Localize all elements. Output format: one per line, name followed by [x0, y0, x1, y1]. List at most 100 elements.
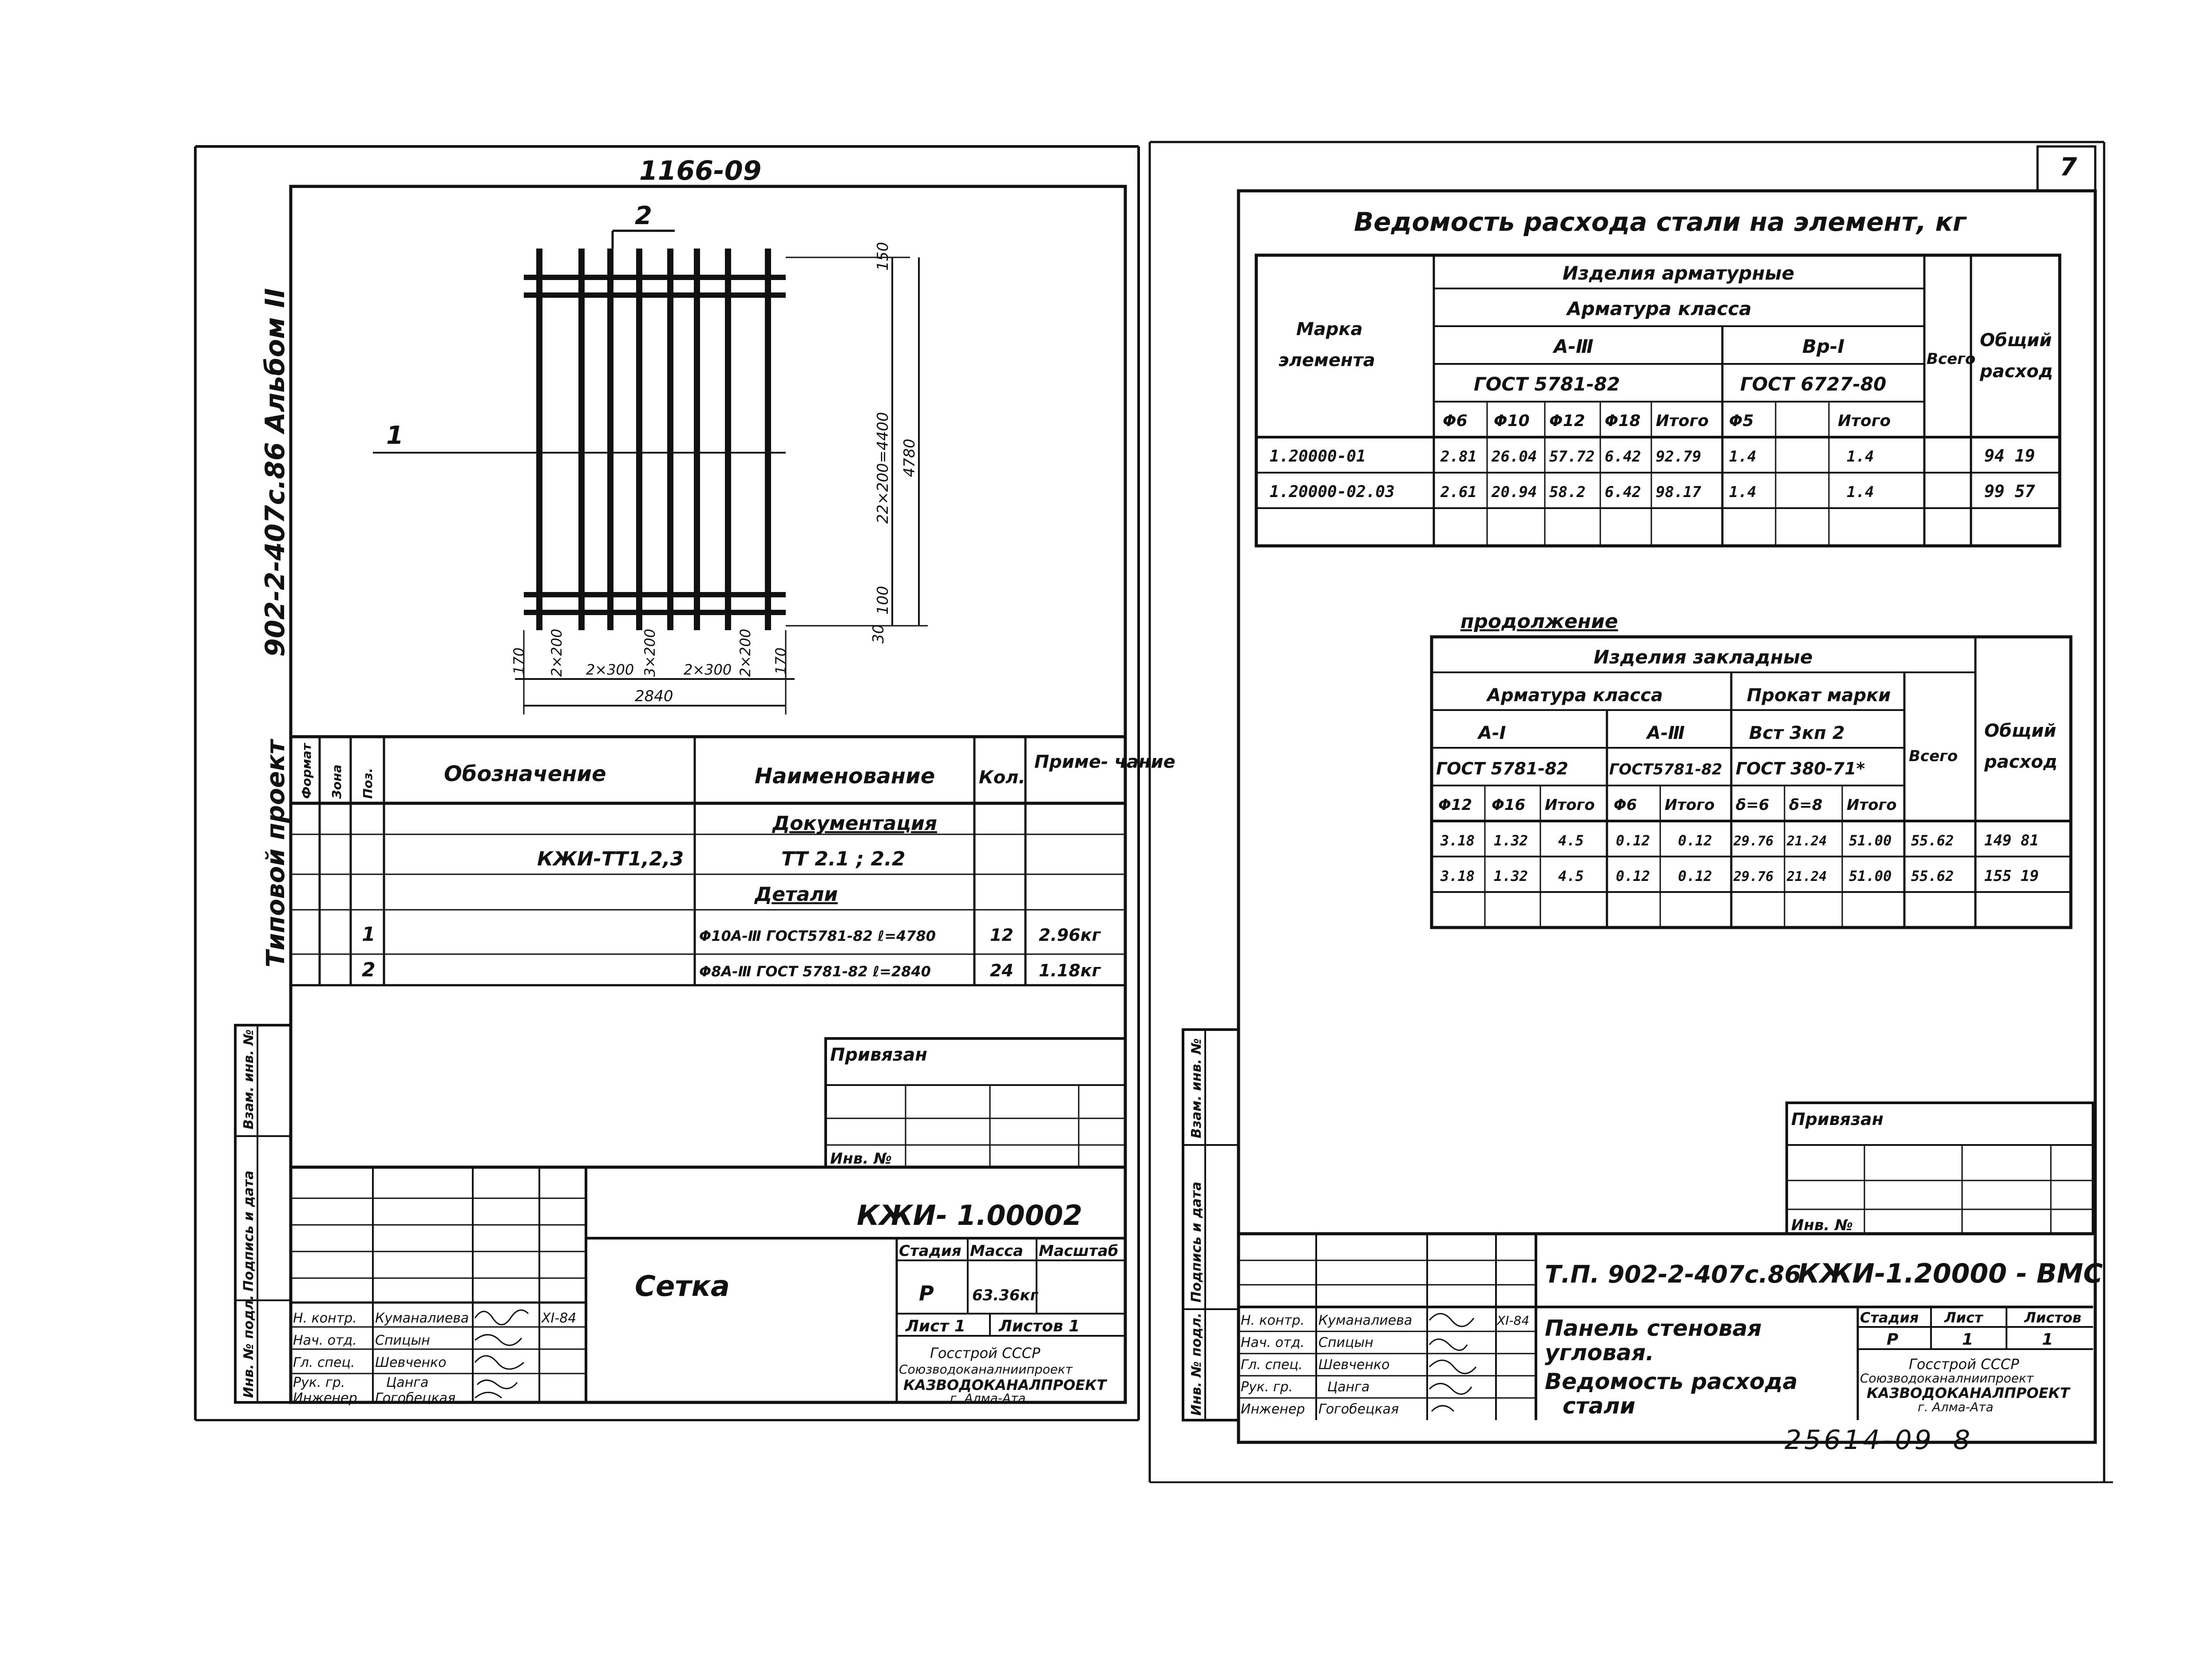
t1-row-0-v5: 1.4: [1729, 448, 1756, 466]
t1-row-0-v1: 26.04: [1491, 448, 1537, 466]
spec-row-4-qty: 24: [990, 961, 1013, 980]
inv-no-label-right: Инв. №: [1791, 1216, 1853, 1234]
stamp-sheets-right: 1: [2042, 1330, 2053, 1349]
dim-top: 150: [874, 242, 892, 271]
title-block: КЖИ- 1.00002 Сетка Стадия Масса Масштаб …: [291, 1165, 1125, 1406]
t1-gost1: ГОСТ 5781-82: [1474, 373, 1620, 395]
t1-row-1-v0: 2.61: [1440, 483, 1477, 501]
staff-name-3: Цанга: [386, 1375, 428, 1390]
staff-right-role-0: Н. контр.: [1241, 1313, 1305, 1328]
t2-col-2: Итого: [1545, 796, 1595, 814]
privyazan-label-right: Привязан: [1791, 1109, 1884, 1129]
t2-row-1-overall: 155 19: [1984, 867, 2039, 885]
t2-col-6: δ=8: [1789, 796, 1823, 814]
t2-row-1-v6: 21.24: [1786, 869, 1827, 884]
side-stamp-0: Взам. инв. №: [241, 1029, 257, 1129]
bottom-number: 25614-09: [1785, 1425, 1934, 1456]
org-line-1: Госстрой СССР: [930, 1345, 1041, 1362]
t2-row-1-v7: 51.00: [1849, 868, 1891, 884]
mesh-drawing: 2 1 150 22×200=4400 4780 100 30 170 2×20…: [373, 201, 928, 715]
t1-row-1-v7: 1.4: [1847, 483, 1874, 501]
t2-col-1: Φ16: [1492, 796, 1525, 814]
staff-name-1: Спицын: [375, 1333, 430, 1348]
spec-header-name: Наименование: [755, 764, 935, 789]
t1-row-1-overall: 99 57: [1984, 482, 2035, 501]
t1-row-1-v5: 1.4: [1729, 483, 1756, 501]
t1-class2: Вр-I: [1802, 336, 1844, 357]
staff-role-3: Рук. гр.: [293, 1375, 345, 1390]
stamp-stage-right: Р: [1887, 1330, 1898, 1349]
t1-col-3: Φ18: [1605, 412, 1641, 430]
t2-col-0: Φ12: [1438, 796, 1472, 814]
t2-row-1-v0: 3.18: [1440, 868, 1475, 884]
view-label-left: 1: [386, 421, 404, 450]
spec-row-3-pos: 1: [362, 923, 376, 946]
t2-col-3: Φ6: [1614, 796, 1637, 814]
t1-col-2: Φ12: [1549, 412, 1585, 430]
t1-col-4: Итого: [1656, 412, 1709, 430]
t2-sub1: Арматура класса: [1486, 685, 1663, 706]
t1-row-1-mark: 1.20000-02.03: [1270, 483, 1395, 501]
spec-row-3-note: 2.96кг: [1039, 925, 1101, 945]
dim-seg5: 2×300: [684, 661, 732, 678]
left-side-stamp: Взам. инв. № Подпись и дата Инв. № подл.: [234, 1024, 292, 1404]
t2-c2: А-Ⅲ: [1646, 723, 1685, 743]
privyazan-box: Привязан Инв. №: [824, 1037, 1127, 1169]
inv-no-label: Инв. №: [830, 1150, 892, 1168]
t2-row-0-v1: 1.32: [1494, 832, 1528, 849]
staff-role-1: Нач. отд.: [293, 1333, 357, 1348]
side-project: Типовой проект: [261, 738, 290, 967]
side-stamp-1: Подпись и дата: [241, 1171, 257, 1291]
spec-header-designation: Обозначение: [444, 762, 606, 786]
stamp-sheets: Листов 1: [998, 1317, 1080, 1335]
t2-row-1-v3: 0.12: [1616, 868, 1650, 884]
t2-g3: ГОСТ 380-71*: [1736, 759, 1865, 778]
spec-header-zone: Зона: [329, 765, 344, 799]
org-right-4: г. Алма-Ата: [1918, 1400, 1994, 1414]
t1-row-0-v2: 57.72: [1549, 448, 1595, 466]
staff-right-role-3: Рук. гр.: [1241, 1379, 1293, 1395]
staff-right-role-2: Гл. спец.: [1241, 1357, 1302, 1373]
page-number: 7: [2060, 153, 2077, 182]
bottom-page: 8: [1953, 1425, 1970, 1456]
spec-header-qty: Кол.: [979, 767, 1025, 788]
org-right-2: Союзводоканалниипроект: [1860, 1371, 2034, 1386]
t2-row-1-v5: 29.76: [1733, 869, 1773, 884]
stamp-stage-header-right: Стадия: [1860, 1309, 1919, 1326]
side-stamp-right-0: Взам. инв. №: [1189, 1038, 1204, 1138]
staff-right-name-0: Куманалиева: [1318, 1313, 1412, 1328]
spec-row-3-name: Φ10А-Ⅲ ГОСТ5781-82 ℓ=4780: [699, 928, 936, 944]
t2-row-0-v6: 21.24: [1786, 833, 1827, 849]
dim-seg7: 170: [772, 647, 789, 675]
t2-c3: Вст 3кп 2: [1749, 723, 1845, 743]
stamp-sheet: Лист 1: [905, 1317, 966, 1335]
privyazan-box-right: Привязан Инв. №: [1785, 1101, 2094, 1235]
title-block-right: Т.П. 902-2-407с.86 КЖИ-1.20000 - ВМС Пан…: [1239, 1232, 2103, 1420]
stamp-mass: 63.36кг: [972, 1287, 1039, 1304]
t2-row-1-v4: 0.12: [1678, 868, 1712, 884]
org-line-3: КАЗВОДОКАНАЛПРОЕКТ: [903, 1377, 1107, 1394]
stamp-sheets-header-right: Листов: [2024, 1309, 2081, 1326]
org-right-3: КАЗВОДОКАНАЛПРОЕКТ: [1867, 1385, 2070, 1401]
t1-row-1-v3: 6.42: [1605, 483, 1641, 501]
t2-col-5: δ=6: [1736, 796, 1769, 814]
dim-seg1: 170: [510, 647, 527, 675]
stamp-sheet-header-right: Лист: [1944, 1309, 1984, 1326]
spec-row-4-name: Φ8А-Ⅲ ГОСТ 5781-82 ℓ=2840: [699, 963, 931, 980]
staff-name-2: Шевченко: [375, 1355, 447, 1370]
spec-row-1-name: ТТ 2.1 ; 2.2: [781, 848, 905, 870]
right-side-stamp: Взам. инв. № Подпись и дата Инв. № подл.: [1182, 1028, 1240, 1421]
t1-row-0-v3: 6.42: [1605, 448, 1641, 466]
stamp-mass-header: Масса: [970, 1242, 1023, 1260]
dim-bottom-left-v: 30: [870, 624, 887, 643]
t2-group: Изделия закладные: [1594, 646, 1813, 668]
dim-seg3: 2×300: [586, 661, 634, 678]
t1-row-1-v1: 20.94: [1491, 483, 1537, 501]
side-stamp-right-2: Инв. № подл.: [1189, 1313, 1204, 1416]
spec-row-3-qty: 12: [990, 925, 1013, 945]
staff-right-role-1: Нач. отд.: [1241, 1335, 1305, 1350]
spec-row-0-name: Документация: [772, 812, 937, 835]
spec-header-note: Приме- чание: [1034, 752, 1175, 772]
